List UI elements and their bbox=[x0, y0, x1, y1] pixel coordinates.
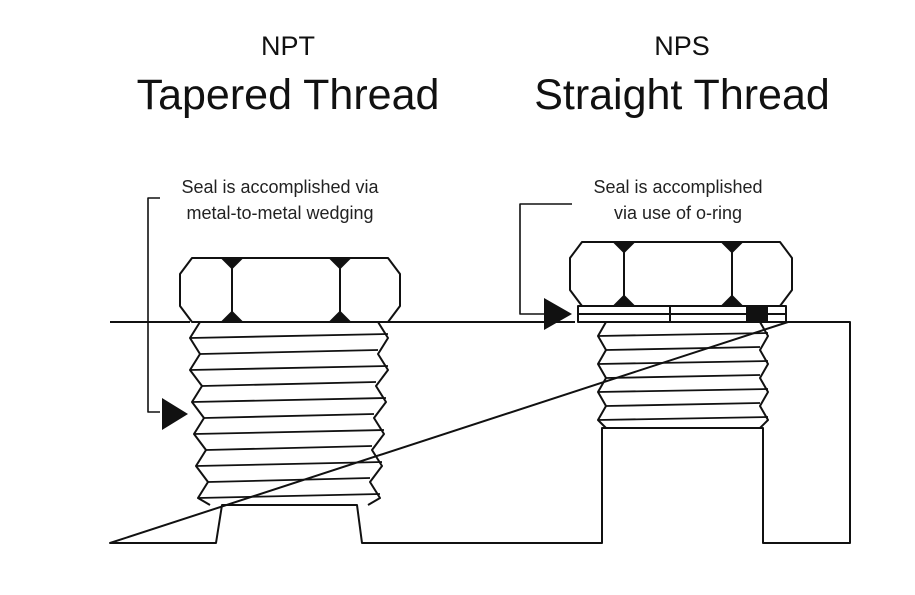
nps-note-line1: Seal is accomplished bbox=[593, 177, 763, 197]
npt-thread-right-flank bbox=[367, 321, 389, 506]
npt-label: NPT bbox=[261, 31, 315, 61]
nps-thread-lines bbox=[597, 332, 769, 421]
nps-o-ring-icon bbox=[577, 305, 787, 323]
npt-seal-pointer-icon bbox=[162, 398, 188, 430]
npt-hex-nut-icon bbox=[179, 257, 401, 323]
nps-thread-right-flank bbox=[759, 321, 769, 429]
npt-thread-left-flank bbox=[189, 321, 211, 506]
nps-seal-pointer-icon bbox=[544, 298, 572, 330]
npt-leader-line bbox=[147, 197, 160, 413]
npt-thread-lines bbox=[189, 333, 389, 499]
nps-hex-nut-icon bbox=[569, 241, 793, 307]
nps-label: NPS bbox=[654, 31, 710, 61]
housing-outline bbox=[109, 321, 851, 544]
nps-title: Straight Thread bbox=[534, 71, 830, 119]
npt-note-line1: Seal is accomplished via bbox=[181, 177, 379, 197]
npt-title: Tapered Thread bbox=[136, 71, 440, 119]
npt-note-line2: metal-to-metal wedging bbox=[186, 203, 374, 223]
nps-leader-line bbox=[519, 203, 572, 315]
nps-note-line2: via use of o-ring bbox=[613, 203, 743, 223]
